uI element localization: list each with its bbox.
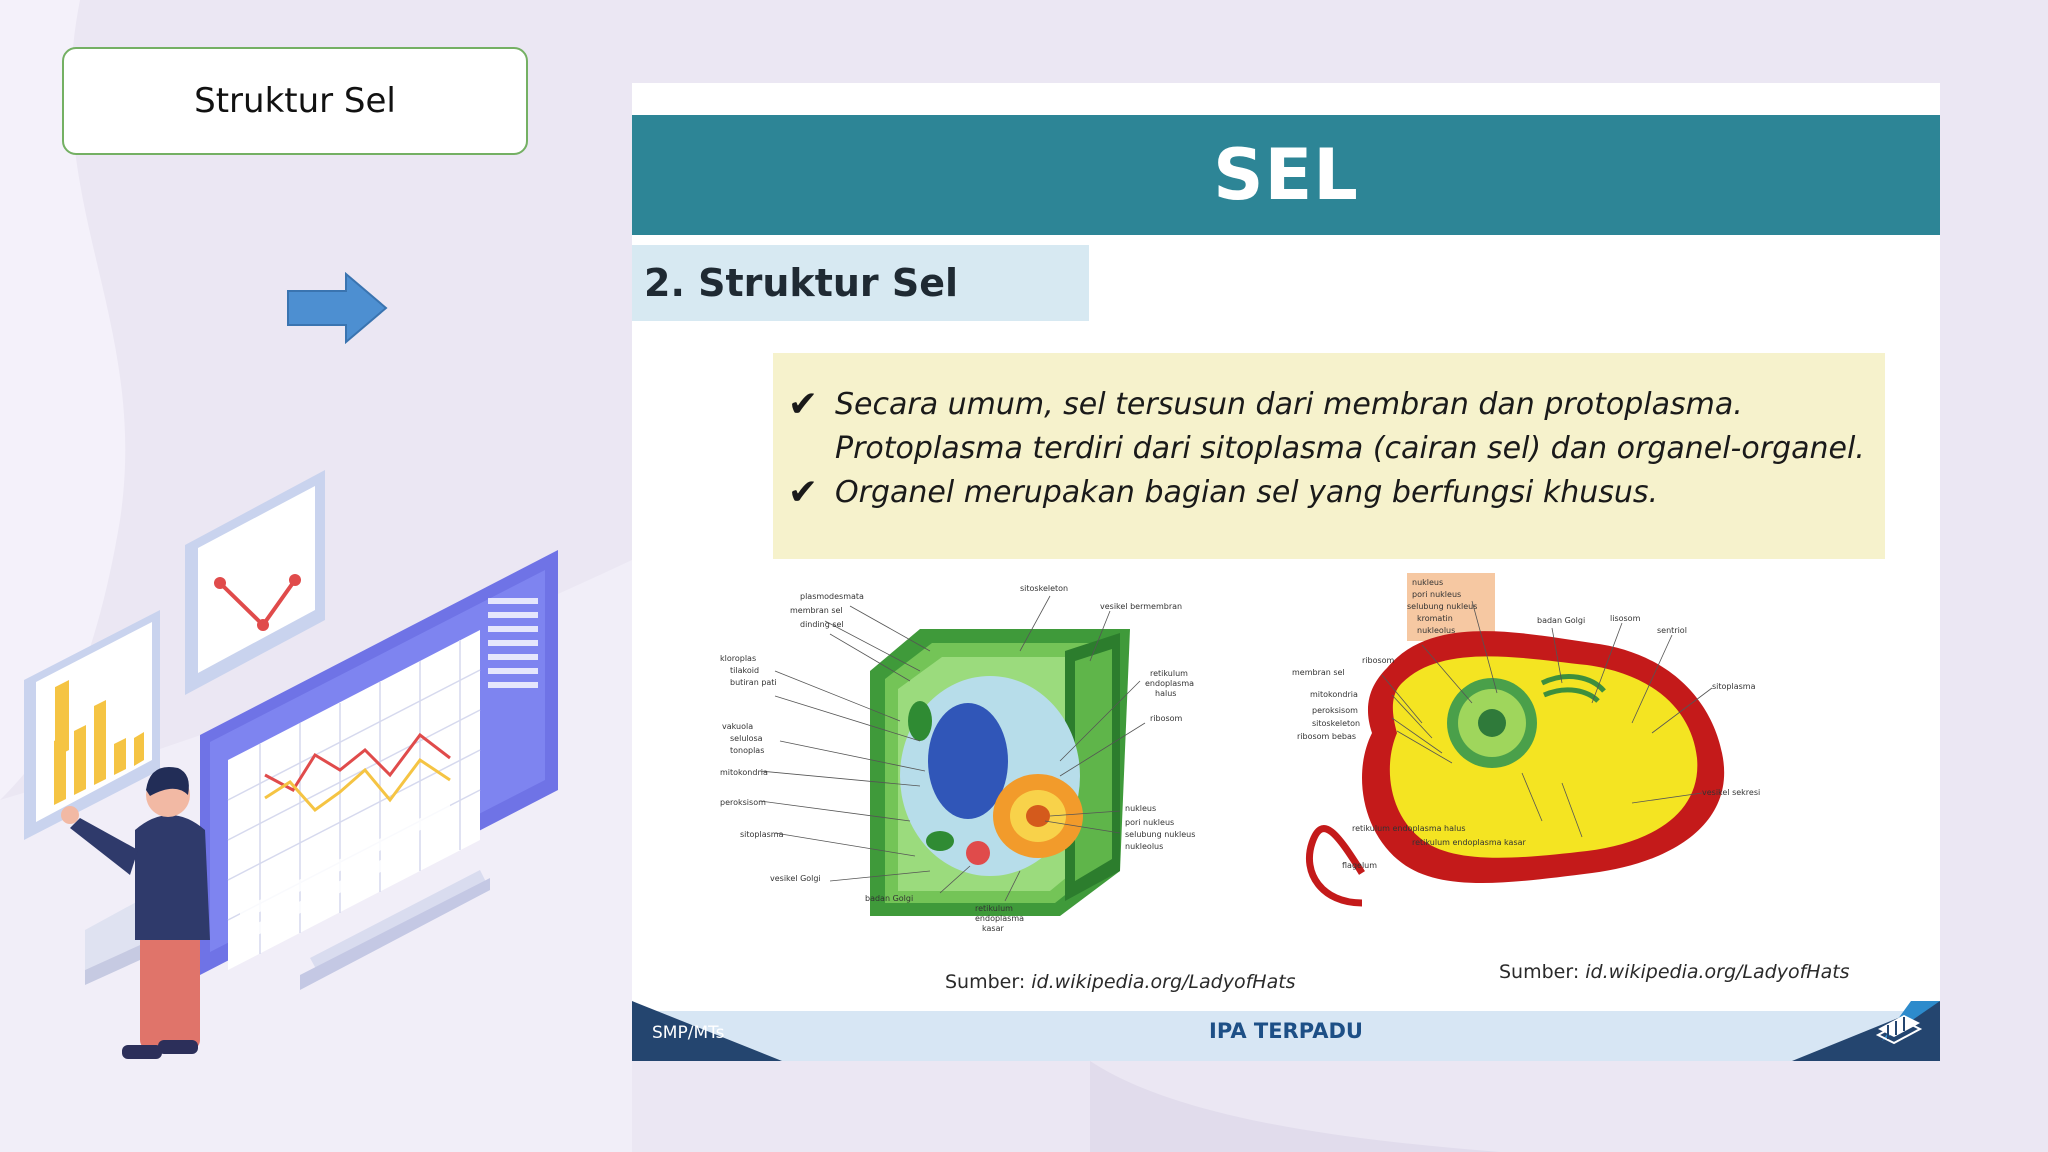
animal-label: ribosom bebas [1297,732,1356,741]
plant-label: vesikel bermembran [1100,602,1182,611]
plant-label: sitoplasma [740,830,784,839]
bullet-line: Secara umum, sel tersusun dari membran d… [835,387,1743,422]
plant-label: mitokondria [720,768,768,777]
plant-label: endoplasma [1145,679,1194,688]
checkmark-icon: ✔ [787,472,819,513]
plant-label: nukleus [1125,804,1156,813]
animal-cell-diagram: nukleus pori nukleus selubung nukleus kr… [1292,573,1760,907]
bar-chart-panel [24,610,160,840]
plant-label: retikulum [1150,669,1188,678]
bullet-box: ✔ Secara umum, sel tersusun dari membran… [773,353,1885,559]
title-box-label: Struktur Sel [194,81,396,121]
publisher-logo-icon [1875,1015,1923,1045]
plant-label: sitoskeleton [1020,584,1068,593]
animal-label: retikulum endoplasma halus [1352,824,1466,833]
animal-label: retikulum endoplasma kasar [1412,838,1527,847]
plant-label: ribosom [1150,714,1183,723]
source-link: id.wikipedia.org/LadyofHats [1585,961,1850,983]
section-bar: 2. Struktur Sel [632,245,1089,321]
source-link: id.wikipedia.org/LadyofHats [1031,971,1296,993]
animal-label: ribosom [1362,656,1395,665]
plant-label: endoplasma [975,914,1024,923]
person [61,766,210,1059]
animal-label: peroksisom [1312,706,1358,715]
footer-subject: IPA TERPADU [1209,1019,1363,1043]
animal-label: sitoskeleton [1312,719,1360,728]
plant-label: plasmodesmata [800,592,864,601]
source-caption-plant: Sumber: id.wikipedia.org/LadyofHats [945,971,1296,993]
plant-label: membran sel [790,606,843,615]
footer-level: SMP/MTs [652,1023,725,1043]
animal-label: nukleus [1412,578,1443,587]
animal-label: mitokondria [1310,690,1358,699]
checkmark-icon: ✔ [787,384,819,425]
plant-label: kloroplas [720,654,756,663]
section-heading: 2. Struktur Sel [644,261,959,305]
plant-label: nukleolus [1125,842,1163,851]
bullet-line: Protoplasma terdiri dari sitoplasma (cai… [835,431,1865,466]
slide-footer: SMP/MTs IPA TERPADU [632,1001,1940,1061]
plant-cell-diagram: plasmodesmata membran sel dinding sel si… [720,584,1195,933]
animal-label: flagelum [1342,861,1377,870]
plant-label: peroksisom [720,798,766,807]
bullet-text: Organel merupakan bagian sel yang berfun… [835,471,1658,515]
plant-label: kasar [982,924,1004,933]
animal-label: vesikel sekresi [1702,788,1760,797]
analytics-illustration [24,470,558,1059]
line-chart-panel [185,470,325,695]
plant-label: vesikel Golgi [770,874,821,883]
plant-label: selubung nukleus [1125,830,1195,839]
plant-label: retikulum [975,904,1013,913]
plant-label: tilakoid [730,666,759,675]
slide-header: SEL [632,115,1940,235]
plant-label: tonoplas [730,746,764,755]
plant-label: pori nukleus [1125,818,1174,827]
animal-label: sitoplasma [1712,682,1756,691]
title-box: Struktur Sel [62,47,528,155]
source-prefix: Sumber: [1499,961,1586,983]
plant-label: dinding sel [800,620,844,629]
slide-title: SEL [1213,134,1359,216]
bullet-text: Secara umum, sel tersusun dari membran d… [835,383,1865,471]
animal-label: nukleolus [1417,626,1455,635]
right-arrow-icon [287,272,388,344]
animal-label: selubung nukleus [1407,602,1477,611]
plant-label: badan Golgi [865,894,913,903]
source-prefix: Sumber: [945,971,1032,993]
bullet-line: Organel merupakan bagian sel yang berfun… [835,475,1659,510]
animal-label: sentriol [1657,626,1687,635]
plant-label: halus [1155,689,1176,698]
animal-label: lisosom [1610,614,1641,623]
plant-label: butiran pati [730,678,777,687]
monitor [200,550,558,990]
source-caption-animal: Sumber: id.wikipedia.org/LadyofHats [1499,961,1850,983]
plant-label: vakuola [722,722,753,731]
slide: SEL 2. Struktur Sel ✔ Secara umum, sel t… [632,83,1940,1061]
animal-label: pori nukleus [1412,590,1461,599]
plant-label: selulosa [730,734,763,743]
animal-label: kromatin [1417,614,1453,623]
animal-label: badan Golgi [1537,616,1585,625]
footer-background [632,1001,1940,1061]
animal-label: membran sel [1292,668,1345,677]
